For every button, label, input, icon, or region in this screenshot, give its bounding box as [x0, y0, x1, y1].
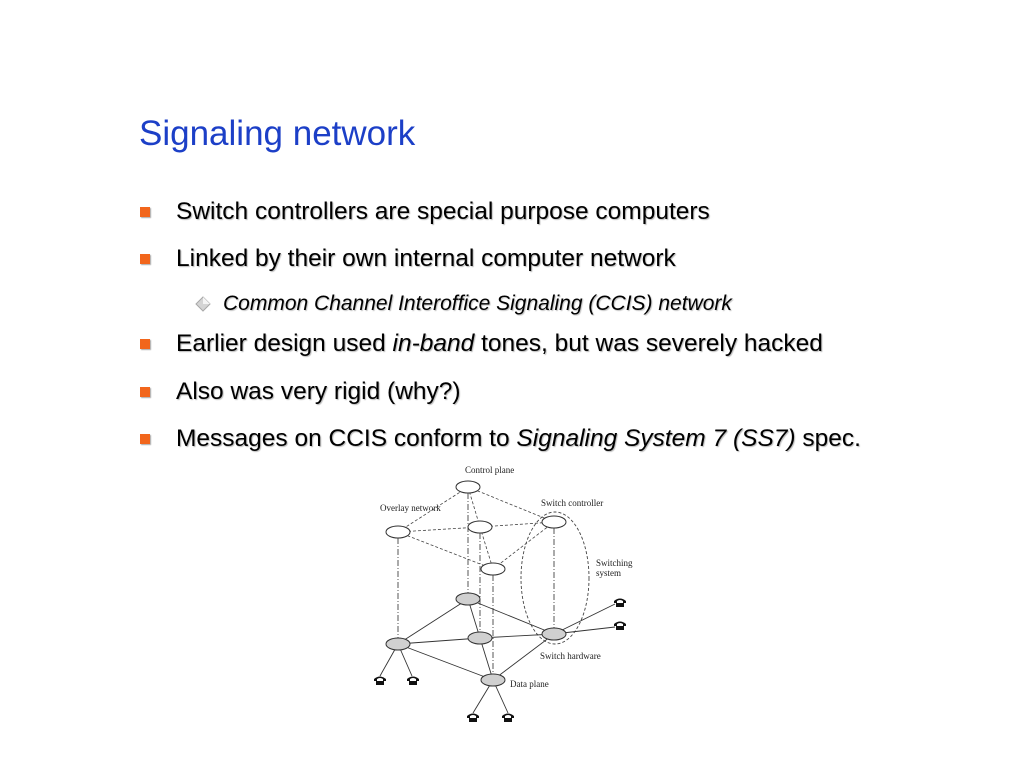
bullet-item: Linked by their own internal computer ne…: [140, 243, 676, 275]
switching-system-outline: [520, 511, 590, 645]
orange-square-icon: [140, 339, 150, 349]
telephone-icon: [467, 713, 479, 722]
network-figure: Control plane Overlay network Switch con…: [374, 465, 633, 722]
bullet-item: Switch controllers are special purpose c…: [140, 196, 710, 228]
switch-node: [385, 637, 411, 651]
bullet-list: Switch controllers are special purpose c…: [140, 196, 861, 455]
sub-bullet-item: Common Channel Interoffice Signaling (CC…: [193, 290, 732, 318]
bullet-text: Switch controllers are special purpose c…: [176, 198, 710, 225]
slide-title: Signaling network: [139, 114, 416, 153]
controller-node: [541, 515, 567, 529]
telephone-icon: [502, 713, 514, 722]
bullet-item: Earlier design used in-band tones, but w…: [140, 328, 823, 360]
telephone-icon: [614, 621, 626, 630]
orange-square-icon: [140, 434, 150, 444]
telephone-icon: [407, 676, 419, 685]
bullet-text: Messages on CCIS conform to Signaling Sy…: [176, 425, 861, 452]
switch-nodes: [385, 592, 567, 687]
bullet-item: Messages on CCIS conform to Signaling Sy…: [140, 423, 861, 455]
sub-bullet-text: Common Channel Interoffice Signaling (CC…: [223, 292, 732, 315]
emphasis: in-band: [392, 330, 475, 357]
switch-node: [455, 592, 481, 606]
bullet-text: Earlier design used in-band tones, but w…: [176, 330, 823, 357]
data-plane-label: Data plane: [510, 679, 549, 689]
overlay-vertical-links: [397, 493, 555, 674]
switch-node: [541, 627, 567, 641]
controller-nodes: [385, 480, 567, 576]
controller-node: [385, 525, 411, 539]
switch-controller-label: Switch controller: [541, 498, 603, 508]
switching-system-label-line1: Switching: [596, 558, 633, 568]
bullet-text: Also was very rigid (why?): [176, 378, 461, 405]
controller-node: [467, 520, 493, 534]
controller-node: [480, 562, 506, 576]
switch-node: [467, 631, 493, 645]
telephone-icon: [374, 676, 386, 685]
telephone-icon: [614, 598, 626, 607]
switching-system-label-line2: system: [596, 568, 621, 578]
orange-square-icon: [140, 387, 150, 397]
orange-square-icon: [140, 254, 150, 264]
control-plane-label: Control plane: [465, 465, 514, 475]
emphasis: Signaling System 7 (SS7): [516, 425, 796, 452]
gray-diamond-icon: [195, 296, 211, 312]
bullet-item: Also was very rigid (why?): [140, 376, 461, 408]
signaling-network-diagram: Control plane Overlay network Switch con…: [372, 462, 652, 728]
overlay-network-label: Overlay network: [380, 503, 441, 513]
controller-node: [455, 480, 481, 494]
bullet-text: Linked by their own internal computer ne…: [176, 245, 676, 272]
switch-node: [480, 673, 506, 687]
switch-hardware-label: Switch hardware: [540, 651, 601, 661]
orange-square-icon: [140, 207, 150, 217]
